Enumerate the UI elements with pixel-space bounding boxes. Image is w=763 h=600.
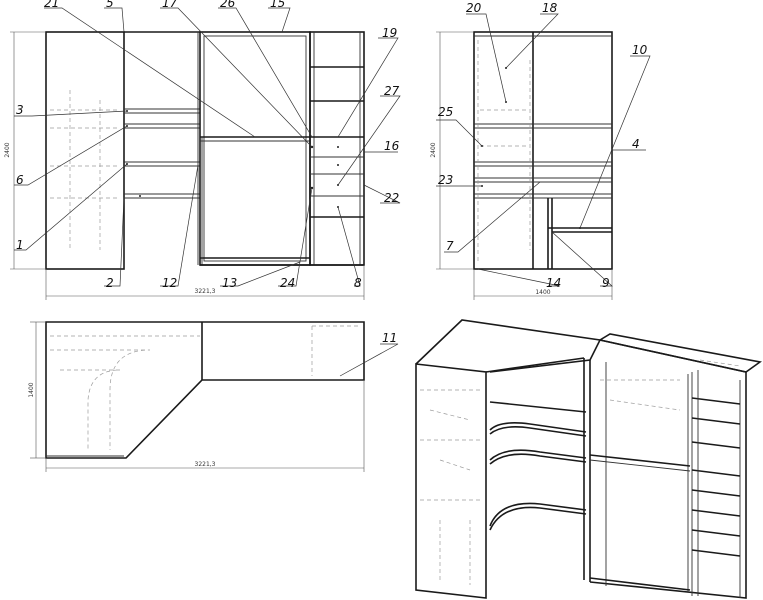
callout-14: 14 — [546, 276, 561, 290]
plan-outline — [45, 321, 365, 459]
callout-6: 6 — [16, 173, 24, 187]
isometric-view — [415, 319, 762, 599]
side-view: 2400 1400 20 18 10 25 4 23 7 14 9 — [430, 1, 651, 300]
callout-16: 16 — [384, 139, 400, 153]
callout-18: 18 — [542, 1, 558, 15]
callout-11: 11 — [382, 331, 397, 345]
callout-17: 17 — [162, 0, 178, 10]
front-width-dimension: 3221,3 — [195, 288, 216, 295]
callout-23: 23 — [438, 173, 453, 187]
callout-20: 20 — [466, 1, 482, 15]
iso-left-panel — [415, 363, 487, 599]
callout-4: 4 — [632, 137, 640, 151]
front-view: 2400 3221,3 21 5 17 26 15 19 27 16 22 3 … — [4, 0, 401, 300]
callout-1: 1 — [16, 238, 24, 252]
callout-9: 9 — [602, 276, 610, 290]
callout-3: 3 — [16, 103, 24, 117]
callout-8: 8 — [354, 276, 362, 290]
callout-19: 19 — [382, 26, 397, 40]
left-side-panel — [45, 31, 125, 270]
callout-24: 24 — [280, 276, 295, 290]
plan-depth-dimension: 1400 — [28, 382, 35, 397]
side-height-dimension: 2400 — [430, 142, 437, 157]
callout-21: 21 — [44, 0, 59, 10]
callout-12: 12 — [162, 276, 177, 290]
callout-2: 2 — [106, 276, 114, 290]
side-width-dimension: 1400 — [535, 289, 550, 296]
wardrobe-carcass — [199, 31, 311, 266]
callout-7: 7 — [446, 239, 454, 253]
callout-10: 10 — [632, 43, 648, 57]
callout-15: 15 — [270, 0, 285, 10]
callout-5: 5 — [106, 0, 114, 10]
front-height-dimension: 2400 — [4, 142, 11, 157]
plan-width-dimension: 3221,3 — [195, 461, 216, 468]
callout-25: 25 — [438, 105, 453, 119]
side-outline — [473, 31, 613, 270]
callout-13: 13 — [222, 276, 237, 290]
callout-26: 26 — [220, 0, 236, 10]
callout-22: 22 — [384, 191, 399, 205]
plan-view: 1400 3221,3 11 — [28, 321, 399, 472]
callout-27: 27 — [384, 84, 400, 98]
